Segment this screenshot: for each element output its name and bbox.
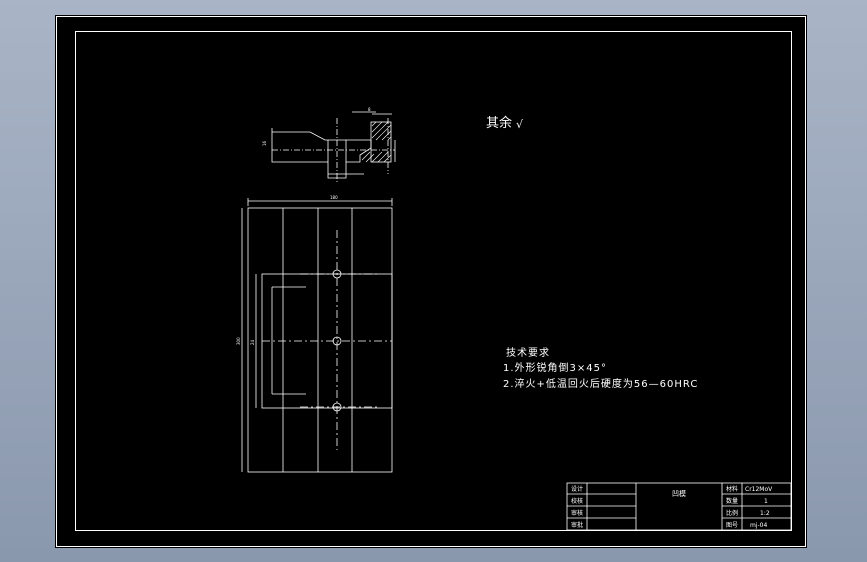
scale-value: 1:2: [760, 510, 770, 517]
section-hatch: [361, 121, 392, 163]
outer-frame: [56, 16, 806, 547]
tech-requirement-item: 2.淬火+低温回火后硬度为56—60HRC: [503, 377, 698, 390]
drawing-number: mj-04: [750, 522, 767, 529]
roughness-symbol: √: [516, 118, 524, 131]
title-block-label: 审批: [571, 521, 583, 529]
plan-view: [241, 198, 393, 473]
title-block-label: 数量: [726, 497, 738, 505]
roughness-note: 其余: [486, 115, 512, 131]
part-name: 凹模: [672, 489, 686, 498]
dim-left-height: 300: [236, 337, 241, 345]
section-view: [271, 111, 396, 182]
material-value: Cr12MoV: [745, 486, 773, 493]
title-block-label: 比例: [726, 509, 738, 517]
inner-frame: [75, 31, 792, 531]
title-block-label: 材料: [726, 485, 738, 493]
drawing-sheet: [55, 15, 807, 548]
title-block-label: 审核: [571, 509, 583, 517]
dim-left-inner: 24: [250, 339, 255, 345]
dim-top-length: 180: [330, 195, 338, 200]
title-block: [566, 482, 792, 531]
dim-small-2: 8: [368, 107, 371, 112]
dim-small-1: 16: [262, 140, 267, 146]
tech-requirement-item: 1.外形锐角倒3×45°: [503, 361, 607, 374]
title-block-label: 校核: [571, 497, 583, 505]
title-block-label: 设计: [571, 485, 583, 493]
quantity-value: 1: [764, 498, 768, 505]
tech-requirements-title: 技术要求: [506, 346, 550, 359]
title-block-label: 图号: [726, 522, 738, 529]
